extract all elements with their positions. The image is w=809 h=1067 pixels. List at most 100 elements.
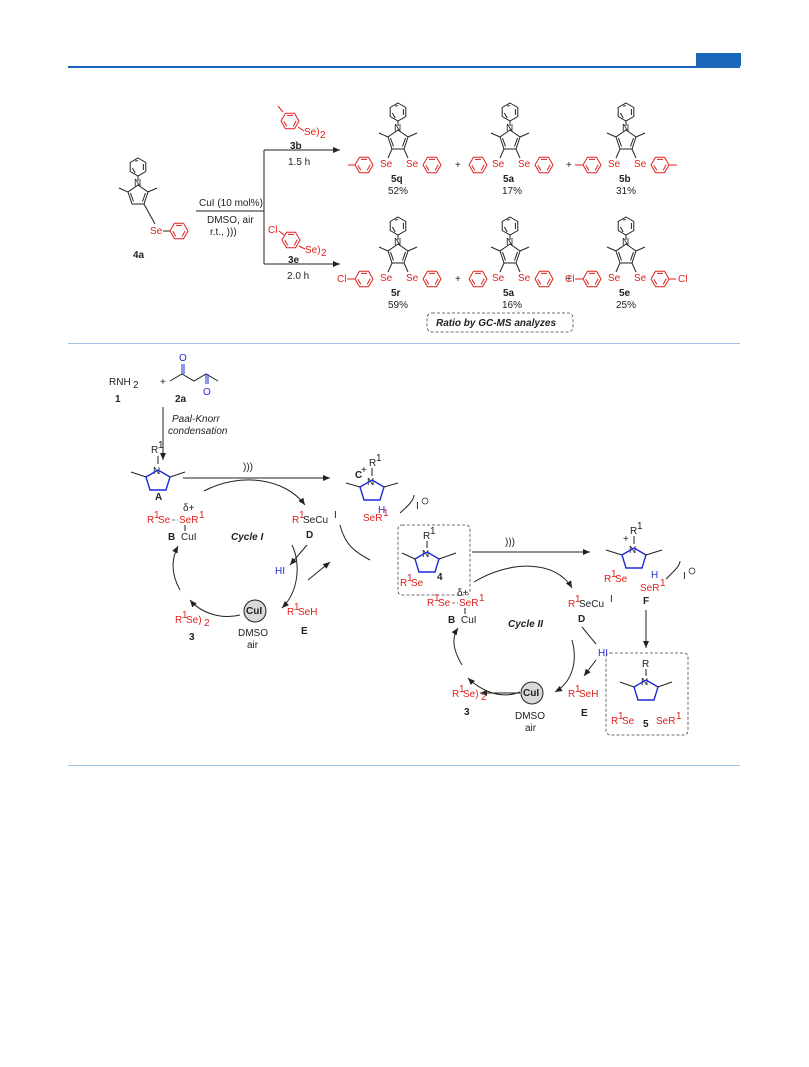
atom-se: Se	[492, 273, 505, 284]
atom-h: H	[378, 505, 385, 516]
product-5r: N Se Se Cl 5r 59%	[337, 217, 442, 311]
atom-n: N	[622, 123, 629, 134]
row2-time: 2.0 h	[287, 271, 309, 282]
product-yield: 52%	[388, 186, 408, 197]
atom-cl: Cl	[337, 274, 346, 285]
catalyst-cui-2	[520, 681, 544, 705]
atom-r: R	[427, 598, 434, 609]
ratio-note-box	[426, 312, 574, 333]
superscript: 1	[575, 684, 581, 695]
compound-4: R 1 N 4 R 1 Se	[400, 526, 457, 589]
label-3: 3	[189, 632, 195, 643]
product-yield: 31%	[616, 186, 636, 197]
plus-sign: +	[566, 160, 572, 171]
subscript: 2	[204, 618, 210, 629]
dmso-label: DMSO	[515, 711, 545, 722]
atom-ser: SeR	[363, 513, 382, 524]
superscript: 1	[199, 510, 205, 521]
cui-label: CuI	[181, 532, 197, 543]
compound-4a: Se 4a N	[119, 158, 189, 261]
atom-se: Se	[380, 273, 393, 284]
superscript: 1	[383, 508, 389, 519]
cycle1-arc-bottom	[189, 599, 241, 617]
atom-n: N	[367, 477, 374, 488]
cycle1-arc-top	[203, 479, 306, 506]
product-5: R N R 1 Se 5 SeR 1	[611, 659, 682, 730]
atom-n: N	[641, 677, 648, 688]
atom-r: R	[604, 574, 611, 585]
atom-n: N	[394, 237, 401, 248]
amine-subscript: 2	[133, 380, 139, 391]
atom-ser: SeR	[459, 598, 478, 609]
atom-se: Se	[608, 273, 621, 284]
superscript: 1	[154, 510, 160, 521]
curly-arrow	[399, 494, 415, 514]
label-E: E	[301, 626, 308, 637]
atom-r: R	[400, 578, 407, 589]
product-row-1: N Se Se 5q 52% + N Se Se 5a 17% +	[348, 103, 677, 197]
atom-o: O	[179, 353, 187, 364]
label-5: 5	[643, 719, 649, 730]
atom-se: Se	[622, 716, 635, 727]
diselenide-label: Se)	[463, 689, 479, 700]
superscript: 1	[434, 593, 440, 604]
conditions-sonication: r.t., )))	[210, 227, 237, 238]
atom-r: R	[175, 615, 182, 626]
compound-4-box	[397, 524, 471, 596]
atom-r: R	[423, 531, 430, 542]
sonication-symbol: )))	[243, 462, 253, 473]
product-5a: N Se Se 5a 17%	[468, 103, 554, 197]
label-D: D	[578, 614, 585, 625]
reagent-subscript: 2	[321, 248, 327, 259]
product-label: 5b	[619, 174, 631, 185]
atom-r: R	[630, 526, 637, 537]
product-label: 5q	[391, 174, 403, 185]
cycle1-arc-left	[172, 545, 181, 591]
atom-o: O	[203, 387, 211, 398]
superscript: 1	[660, 578, 666, 589]
sonication-symbol: )))	[505, 537, 515, 548]
product-yield: 25%	[616, 300, 636, 311]
cycle-2-label: Cycle II	[508, 619, 543, 630]
cycle2-arc-right	[554, 639, 575, 693]
atom-r: R	[568, 599, 575, 610]
superscript: 1	[618, 711, 624, 722]
cycle1-arc-right	[281, 544, 298, 609]
atom-n: N	[506, 123, 513, 134]
header-tab	[696, 53, 741, 66]
curly-arrow	[665, 560, 681, 580]
atom-h: H	[651, 570, 658, 581]
reagent-label-3b: 3b	[290, 141, 302, 152]
reagent-subscript: 2	[320, 130, 326, 141]
amine-formula: RNH	[109, 377, 131, 388]
dmso-label: DMSO	[238, 628, 268, 639]
reagent-3e: Cl Se) 2 3e	[268, 225, 327, 266]
product-row-2: N Se Se Cl 5r 59% + N Se Se 5a 16% +	[337, 217, 687, 311]
compound-label-4a: 4a	[133, 250, 145, 261]
product-label: 5a	[503, 174, 515, 185]
cycle2-arc-left	[451, 627, 463, 666]
merge-arrow	[339, 524, 371, 561]
cycle-1-label: Cycle I	[231, 532, 263, 543]
atom-se: Se	[411, 578, 424, 589]
catalyst-cui-1	[243, 599, 267, 623]
conditions-solvent: DMSO, air	[207, 215, 254, 226]
intermediate-B: R 1 Se SeR 1 δ+ CuI B	[147, 503, 205, 543]
atom-r: R	[568, 689, 575, 700]
d-species: SeCu	[579, 599, 604, 610]
intermediate-C: R 1 + N H SeR 1 C I	[345, 453, 429, 524]
reagent-3b: Se) 2 3b	[277, 105, 326, 152]
atom-se: Se	[380, 159, 393, 170]
partial-charge: δ+	[183, 503, 195, 514]
amine-label: 1	[115, 394, 121, 405]
atom-cl: Cl	[565, 274, 574, 285]
atom-se: Se	[158, 515, 171, 526]
product-5q: N Se Se 5q 52%	[348, 103, 442, 197]
ratio-note: Ratio by GC-MS analyzes	[436, 318, 556, 329]
superscript: 1	[611, 569, 617, 580]
atom-ser: SeR	[656, 716, 675, 727]
superscript: I	[610, 594, 613, 605]
label-F: F	[643, 596, 649, 607]
atom-se: Se	[438, 598, 451, 609]
